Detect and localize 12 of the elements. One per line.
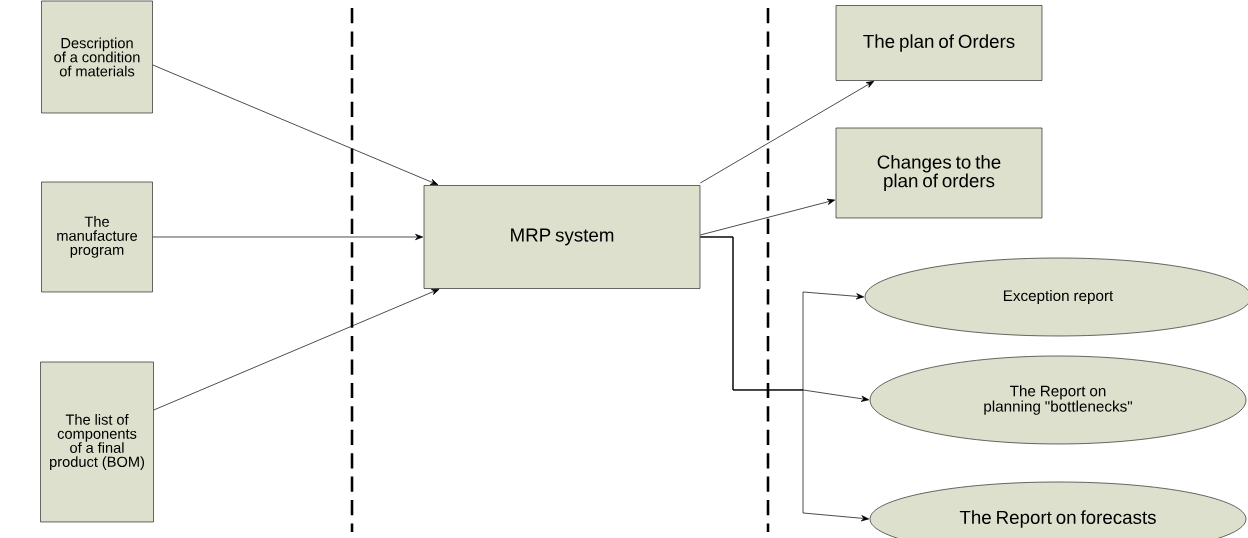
process-box: The plan of Orders	[835, 5, 1043, 81]
arrow	[699, 236, 870, 522]
arrow	[699, 198, 836, 236]
arrow	[152, 233, 424, 241]
process-box: MRP system	[423, 185, 701, 289]
arrow	[699, 80, 875, 184]
process-box: Description of a condition of materials	[41, 0, 153, 114]
process-box: The manufacture program	[41, 181, 153, 293]
process-box: The list of components of a final product (BOM)	[40, 361, 154, 523]
arrow	[152, 64, 439, 186]
process-box: Changes to the plan of orders	[835, 127, 1043, 219]
arrow	[153, 288, 440, 411]
